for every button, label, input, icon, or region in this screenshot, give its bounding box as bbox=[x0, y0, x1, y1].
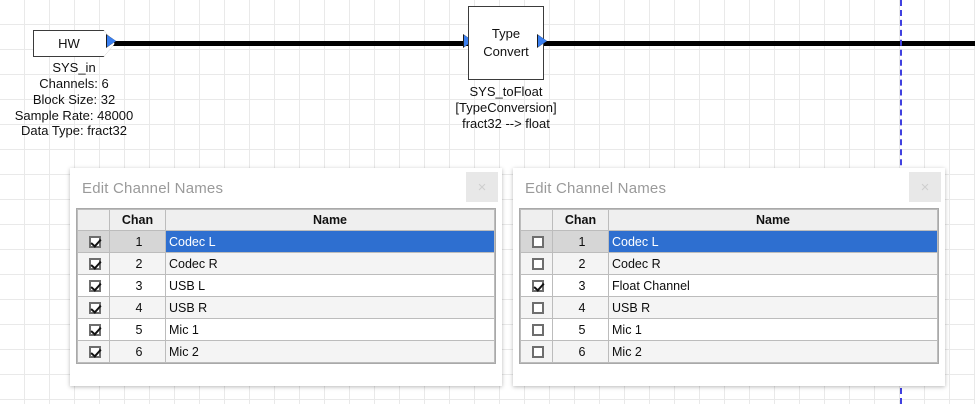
row-channel-number: 6 bbox=[109, 340, 166, 363]
row-channel-number: 1 bbox=[552, 230, 609, 253]
row-channel-name[interactable]: USB R bbox=[165, 296, 495, 319]
row-channel-number: 2 bbox=[109, 252, 166, 275]
table-header-row: Chan Name bbox=[520, 209, 938, 231]
row-channel-name[interactable]: Codec R bbox=[165, 252, 495, 275]
row-channel-number: 4 bbox=[109, 296, 166, 319]
row-channel-number: 6 bbox=[552, 340, 609, 363]
dialog-title: Edit Channel Names bbox=[525, 179, 667, 197]
column-header-check[interactable] bbox=[520, 209, 553, 231]
checkbox-checked-icon[interactable] bbox=[532, 280, 544, 293]
wire-hw-to-typeconvert bbox=[111, 41, 469, 46]
row-checkbox-cell[interactable] bbox=[77, 230, 110, 253]
row-channel-number: 5 bbox=[552, 318, 609, 341]
row-channel-number: 5 bbox=[109, 318, 166, 341]
row-channel-number: 4 bbox=[552, 296, 609, 319]
hw-output-port[interactable] bbox=[107, 35, 116, 47]
row-channel-number: 3 bbox=[552, 274, 609, 297]
checkbox-checked-icon[interactable] bbox=[89, 280, 101, 293]
hw-block-caption: SYS_in Channels: 6 Block Size: 32 Sample… bbox=[14, 60, 134, 139]
row-checkbox-cell[interactable] bbox=[77, 274, 110, 297]
row-channel-name[interactable]: Codec L bbox=[608, 230, 938, 253]
checkbox-unchecked-icon[interactable] bbox=[532, 346, 544, 359]
close-icon[interactable]: × bbox=[909, 172, 941, 202]
close-icon[interactable]: × bbox=[466, 172, 498, 202]
row-channel-name[interactable]: Mic 2 bbox=[608, 340, 938, 363]
checkbox-unchecked-icon[interactable] bbox=[532, 236, 544, 249]
column-header-check[interactable] bbox=[77, 209, 110, 231]
column-header-chan[interactable]: Chan bbox=[552, 209, 609, 231]
typeconvert-block-caption: SYS_toFloat [TypeConversion] fract32 -->… bbox=[455, 84, 557, 131]
table-header-row: Chan Name bbox=[77, 209, 495, 231]
row-channel-name[interactable]: Float Channel bbox=[608, 274, 938, 297]
checkbox-unchecked-icon[interactable] bbox=[532, 258, 544, 271]
row-checkbox-cell[interactable] bbox=[520, 340, 553, 363]
row-channel-name[interactable]: Codec L bbox=[165, 230, 495, 253]
row-checkbox-cell[interactable] bbox=[520, 252, 553, 275]
typeconvert-label-line1: Type bbox=[491, 26, 521, 42]
row-checkbox-cell[interactable] bbox=[77, 318, 110, 341]
row-channel-number: 3 bbox=[109, 274, 166, 297]
dialog-titlebar[interactable]: Edit Channel Names × bbox=[513, 168, 945, 208]
typeconvert-block[interactable]: Type Convert bbox=[468, 6, 544, 80]
column-header-name[interactable]: Name bbox=[608, 209, 938, 231]
row-channel-name[interactable]: Mic 2 bbox=[165, 340, 495, 363]
row-channel-number: 1 bbox=[109, 230, 166, 253]
row-checkbox-cell[interactable] bbox=[520, 274, 553, 297]
row-checkbox-cell[interactable] bbox=[77, 340, 110, 363]
row-checkbox-cell[interactable] bbox=[77, 296, 110, 319]
checkbox-unchecked-icon[interactable] bbox=[532, 324, 544, 337]
checkbox-unchecked-icon[interactable] bbox=[532, 302, 544, 315]
row-channel-name[interactable]: USB L bbox=[165, 274, 495, 297]
dialog-title: Edit Channel Names bbox=[82, 179, 224, 197]
row-channel-number: 2 bbox=[552, 252, 609, 275]
column-header-name[interactable]: Name bbox=[165, 209, 495, 231]
row-channel-name[interactable]: Mic 1 bbox=[165, 318, 495, 341]
row-checkbox-cell[interactable] bbox=[520, 296, 553, 319]
typeconvert-label-line2: Convert bbox=[483, 44, 529, 59]
row-checkbox-cell[interactable] bbox=[520, 230, 553, 253]
row-channel-name[interactable]: Codec R bbox=[608, 252, 938, 275]
row-checkbox-cell[interactable] bbox=[520, 318, 553, 341]
typeconvert-output-port[interactable] bbox=[538, 35, 547, 47]
checkbox-checked-icon[interactable] bbox=[89, 324, 101, 337]
row-channel-name[interactable]: USB R bbox=[608, 296, 938, 319]
column-header-chan[interactable]: Chan bbox=[109, 209, 166, 231]
row-channel-name[interactable]: Mic 1 bbox=[608, 318, 938, 341]
hw-block[interactable]: HW bbox=[33, 30, 115, 57]
checkbox-checked-icon[interactable] bbox=[89, 236, 101, 249]
wire-typeconvert-to-right bbox=[543, 41, 975, 46]
row-checkbox-cell[interactable] bbox=[77, 252, 110, 275]
checkbox-checked-icon[interactable] bbox=[89, 258, 101, 271]
checkbox-checked-icon[interactable] bbox=[89, 302, 101, 315]
checkbox-checked-icon[interactable] bbox=[89, 346, 101, 359]
dialog-titlebar[interactable]: Edit Channel Names × bbox=[70, 168, 502, 208]
hw-block-label: HW bbox=[58, 36, 80, 51]
